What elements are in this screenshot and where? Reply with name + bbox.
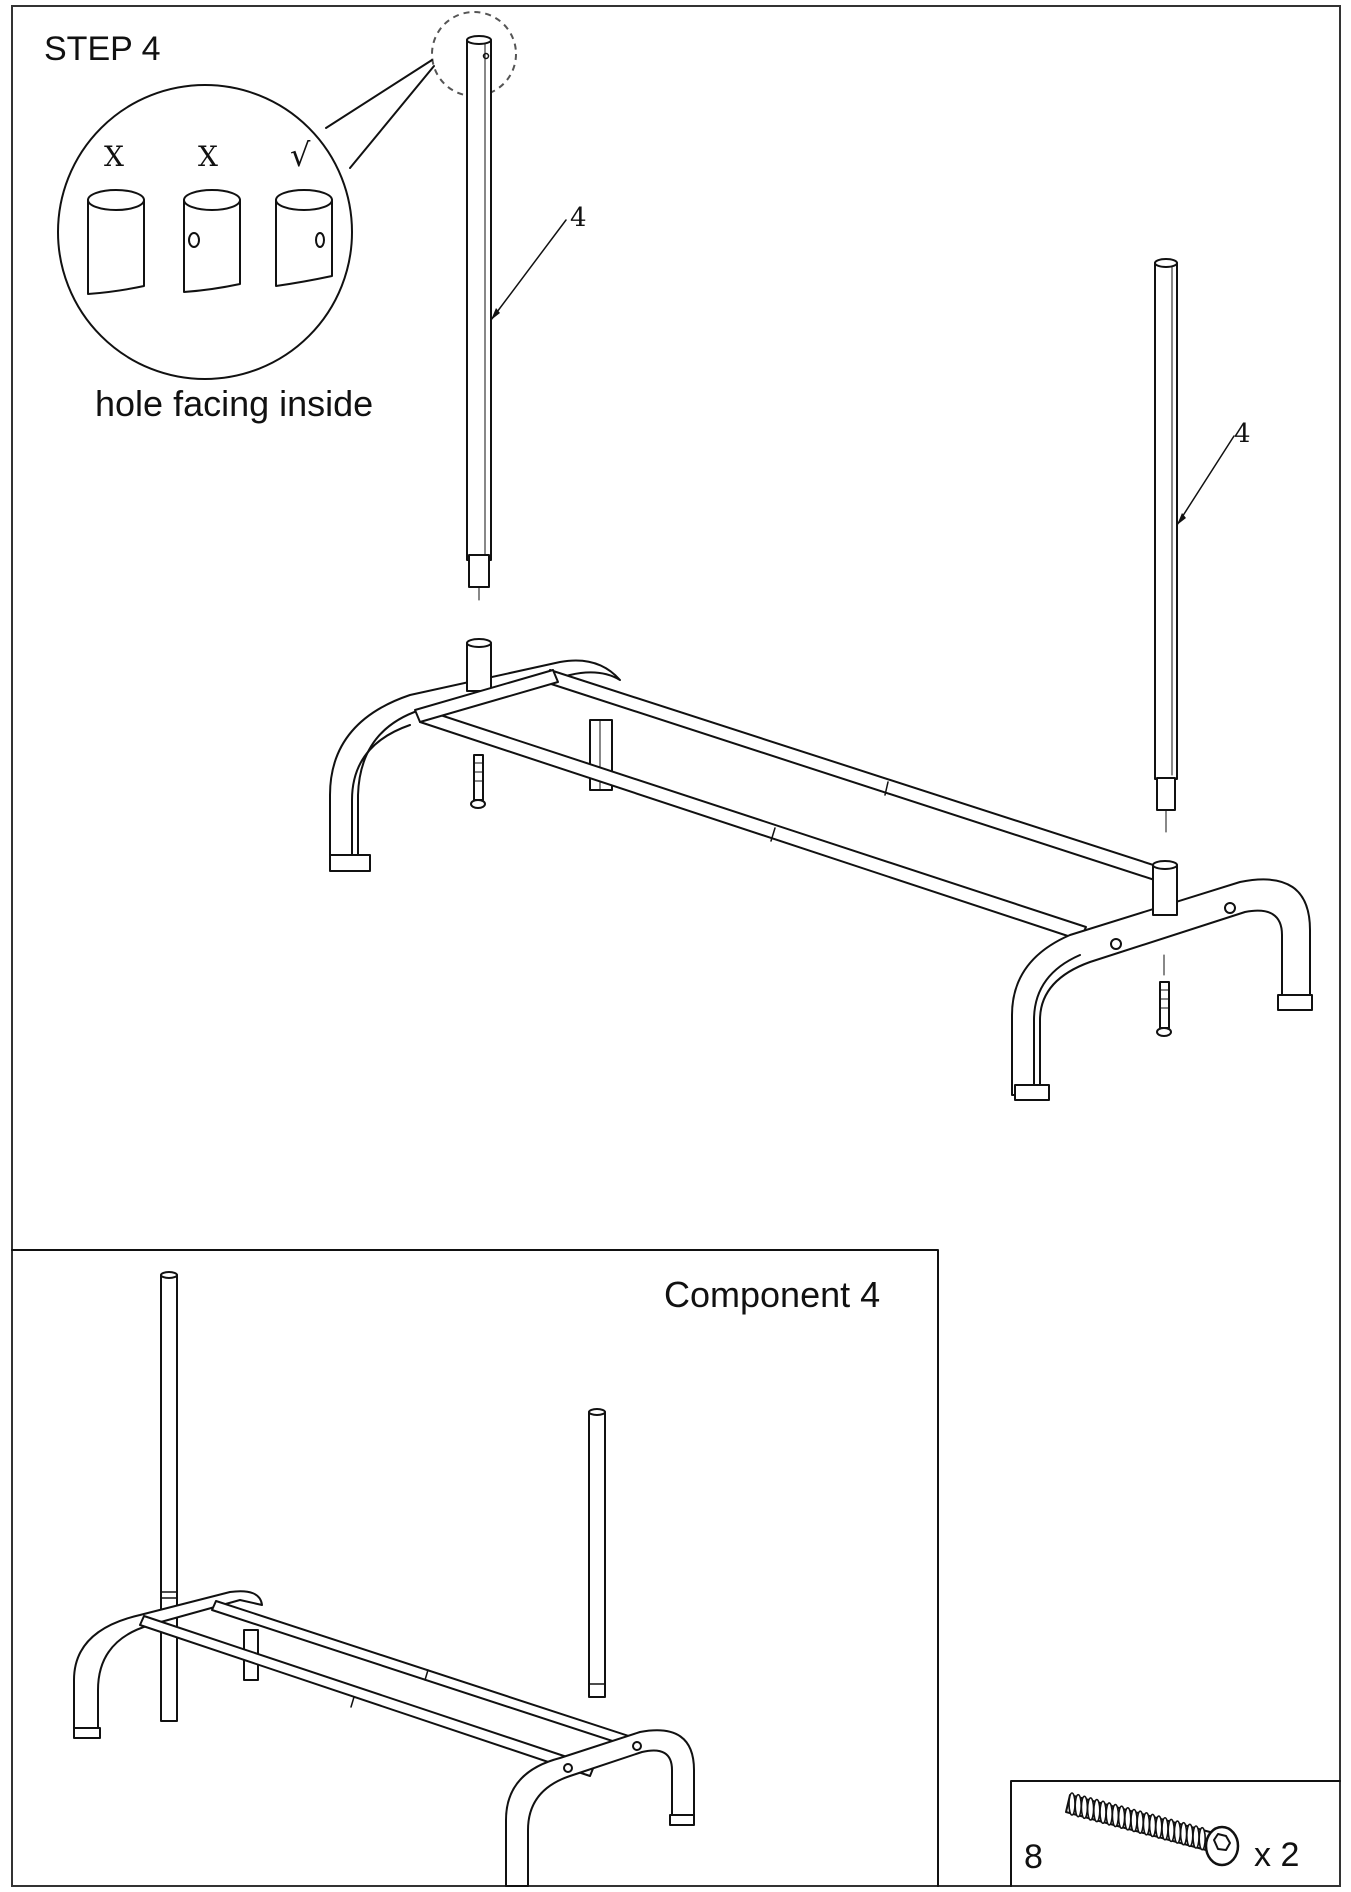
bolt-thread xyxy=(1161,1816,1169,1841)
page-frame xyxy=(11,5,1341,1887)
leader-line xyxy=(325,59,433,129)
socket-left xyxy=(466,638,492,692)
pole-right xyxy=(1154,258,1178,833)
hardware-part-number: 8 xyxy=(1024,1838,1043,1876)
hardware-box xyxy=(1010,1780,1341,1887)
bolt-thread xyxy=(1080,1795,1089,1820)
magnifier-circle xyxy=(431,11,517,97)
callout-leader xyxy=(1176,435,1235,526)
tube-hole-inside xyxy=(275,189,333,287)
bolt-thread xyxy=(1111,1803,1120,1828)
bolt-thread xyxy=(1105,1802,1113,1826)
bolt-thread xyxy=(1173,1820,1182,1844)
bolt-thread xyxy=(1068,1792,1076,1816)
bolt-thread xyxy=(1124,1807,1132,1831)
hole-orientation-detail: X X √ xyxy=(57,11,517,380)
component-box xyxy=(11,1249,939,1887)
bolt-icon xyxy=(1065,1792,1240,1867)
component-title: Component 4 xyxy=(664,1274,880,1315)
bolt-thread xyxy=(1130,1808,1138,1833)
bolt-thread xyxy=(1074,1793,1082,1818)
detail-caption: hole facing inside xyxy=(95,383,373,424)
bolt-thread xyxy=(1186,1823,1194,1848)
callout-part-4-left: 4 xyxy=(570,203,587,233)
bolt-thread xyxy=(1142,1812,1151,1836)
pole-left xyxy=(466,35,492,601)
leader-line xyxy=(349,65,435,169)
bolt-thread xyxy=(1167,1818,1175,1843)
bolt-thread xyxy=(1086,1797,1095,1821)
screw-right xyxy=(1156,954,1172,1037)
bolt-thread xyxy=(1093,1798,1101,1823)
bolt-thread xyxy=(1117,1805,1126,1829)
bolt-thread xyxy=(1198,1826,1206,1851)
step-title: STEP 4 xyxy=(44,30,161,68)
component-assembly-preview xyxy=(73,1271,695,1887)
base-foot-left xyxy=(329,659,621,872)
bolt-thread xyxy=(1192,1825,1200,1849)
crossbar-left-short xyxy=(414,669,559,723)
main-assembly: 4 4 xyxy=(329,35,1313,1101)
mark-correct: √ xyxy=(290,136,311,174)
callout-leader xyxy=(490,219,567,321)
screw-left xyxy=(470,754,486,809)
mark-wrong-1: X xyxy=(104,140,124,173)
bolt-thread xyxy=(1155,1815,1163,1839)
bolt-thread xyxy=(1179,1821,1188,1846)
tube-hole-outside xyxy=(183,189,241,293)
callout-part-4-right: 4 xyxy=(1234,419,1251,449)
socket-right xyxy=(1152,860,1178,916)
mark-wrong-2: X xyxy=(198,140,218,173)
hardware-quantity: x 2 xyxy=(1254,1836,1299,1874)
bolt-thread xyxy=(1136,1810,1144,1834)
base-foot-right xyxy=(1011,878,1313,1101)
bolt-thread xyxy=(1099,1800,1107,1825)
tube-no-hole xyxy=(87,189,145,295)
bolt-thread xyxy=(1148,1813,1157,1838)
